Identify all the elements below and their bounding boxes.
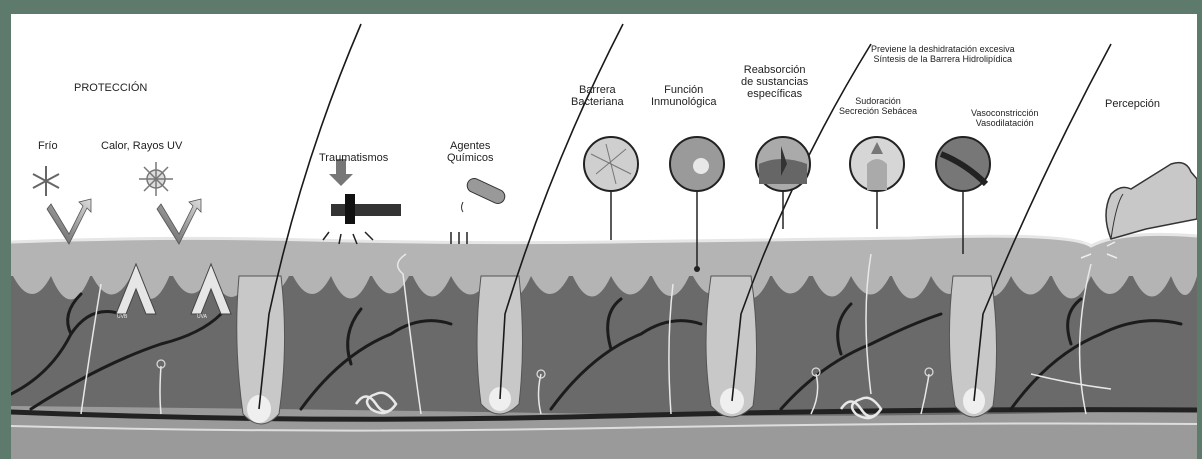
label-agentes: Agentes Químicos [447,140,493,164]
label-uva: UVA [197,314,207,320]
hammer-icon [323,159,401,244]
label-deshidratacion: Previene la deshidratación excesiva Sínt… [871,44,1015,64]
label-sudoracion: Sudoración Secreción Sebácea [839,96,917,116]
label-percepcion: Percepción [1105,98,1160,110]
test-tube-icon [451,176,507,244]
label-uvb: UVB [117,314,127,320]
label-traumatismos: Traumatismos [319,152,388,164]
skin-functions-diagram: PROTECCIÓN Frío Calor, Rayos UV Traumati… [11,14,1197,459]
label-reabsorcion: Reabsorción de sustancias específicas [741,64,808,100]
skin-cross-section [11,14,1197,459]
label-frio: Frío [38,140,58,152]
sweating-circle [850,137,904,229]
deflection-arrows [47,199,201,244]
absorption-circle [756,137,810,229]
bacterial-barrier-circle [584,137,638,240]
label-proteccion: PROTECCIÓN [74,82,147,94]
label-vaso: Vasoconstricción Vasodilatación [971,108,1038,128]
sun-icon [139,162,173,196]
label-barrera: Barrera Bacteriana [571,84,624,108]
snowflake-icon [33,166,59,196]
label-calor: Calor, Rayos UV [101,140,182,152]
label-funcion: Función Inmunológica [651,84,716,108]
